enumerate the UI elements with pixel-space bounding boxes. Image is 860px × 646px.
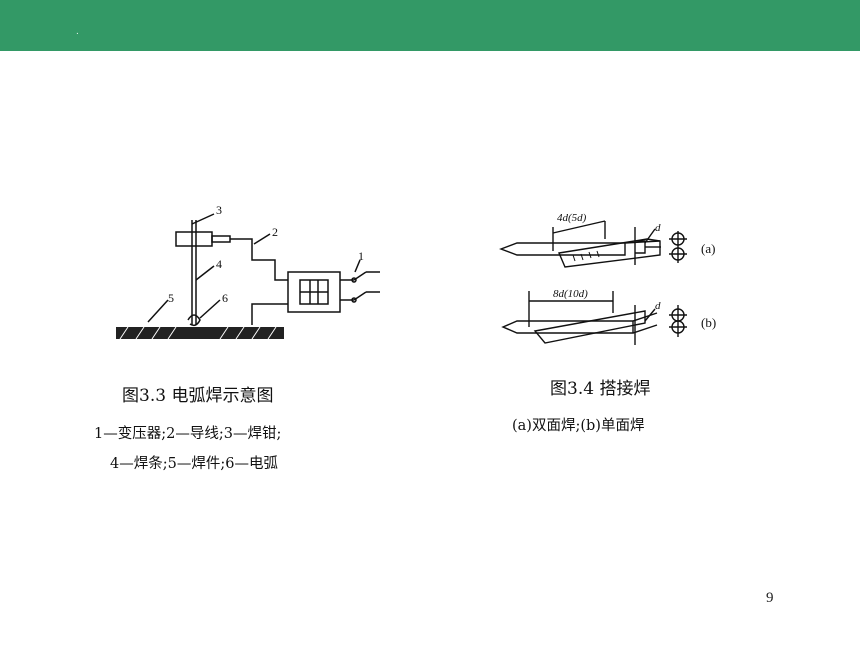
label-3: 3	[216, 203, 222, 217]
workpiece	[116, 326, 284, 340]
symbol-d-a: d	[655, 222, 661, 234]
label-1: 1	[358, 249, 364, 263]
bar-b-splice	[533, 310, 646, 344]
dim-label-b: 8d(10d)	[553, 288, 588, 300]
label-5: 5	[168, 291, 174, 305]
symbol-d-b: d	[655, 300, 661, 312]
electrode-holder-body	[175, 231, 213, 247]
label-b: (b)	[701, 315, 716, 330]
lead-wire	[230, 238, 288, 281]
transformer-box	[287, 271, 341, 313]
page-number: 9	[766, 590, 774, 606]
figure-3-4-legend: (a)双面焊;(b)单面焊	[512, 418, 645, 434]
bar-a-splice	[558, 238, 661, 268]
lap-weld-diagram: 4d(5d) 8d(10d) d d (a) (b)	[499, 212, 716, 345]
bar-a-left	[499, 242, 626, 256]
figure-3-3-legend-line1: 1—变压器;2—导线;3—焊钳;	[94, 426, 282, 442]
figure-3-4-title: 图3.4 搭接焊	[550, 379, 651, 399]
return-wire	[251, 303, 288, 325]
arc-welding-diagram: 3 2 4 5 6 1	[116, 203, 380, 340]
header-bar: .	[0, 0, 860, 51]
label-2: 2	[272, 225, 278, 239]
label-a: (a)	[701, 241, 715, 256]
label-6: 6	[222, 291, 228, 305]
dim-label-a: 4d(5d)	[557, 212, 587, 224]
bar-b-left	[501, 320, 634, 334]
label-4: 4	[216, 257, 222, 271]
header-mark: .	[76, 26, 79, 37]
electrode-holder-tip	[211, 235, 231, 243]
electric-arc	[187, 314, 201, 327]
figure-3-3-legend-line2: 4—焊条;5—焊件;6—电弧	[110, 456, 278, 472]
figure-3-3-title: 图3.3 电弧焊示意图	[122, 386, 274, 406]
